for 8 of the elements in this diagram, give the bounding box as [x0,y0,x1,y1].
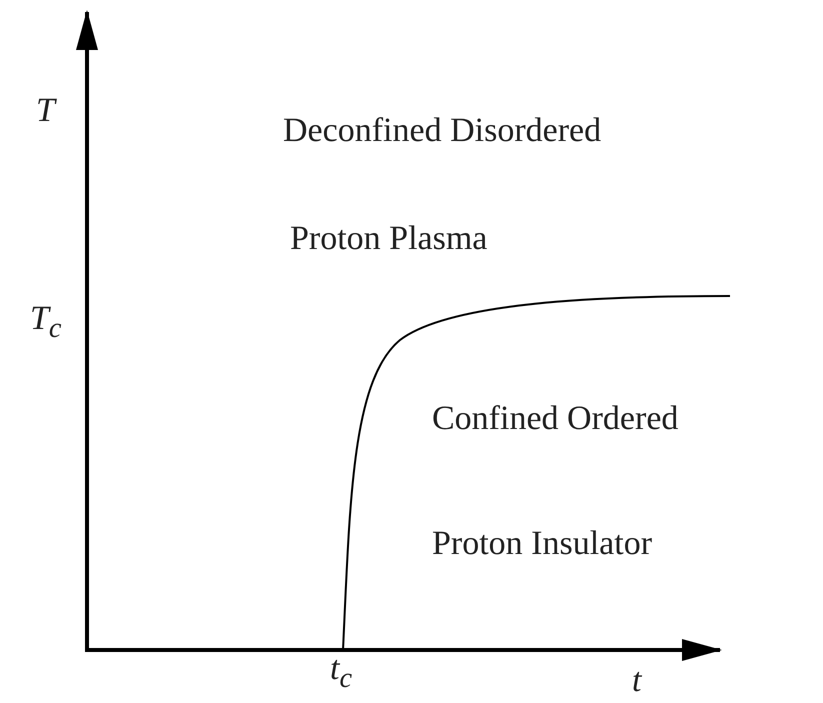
axis-label: T [36,92,55,130]
region-label: Deconfined Disordered [283,112,602,150]
axis-label: t [632,662,642,700]
region-label: Proton Plasma [290,220,488,258]
region-label: Confined Ordered [432,400,678,438]
tick-label: t$_{c}$ [330,650,352,694]
tick-label: T$_{c}$ [30,300,62,344]
region-label: Proton Insulator [432,525,652,562]
